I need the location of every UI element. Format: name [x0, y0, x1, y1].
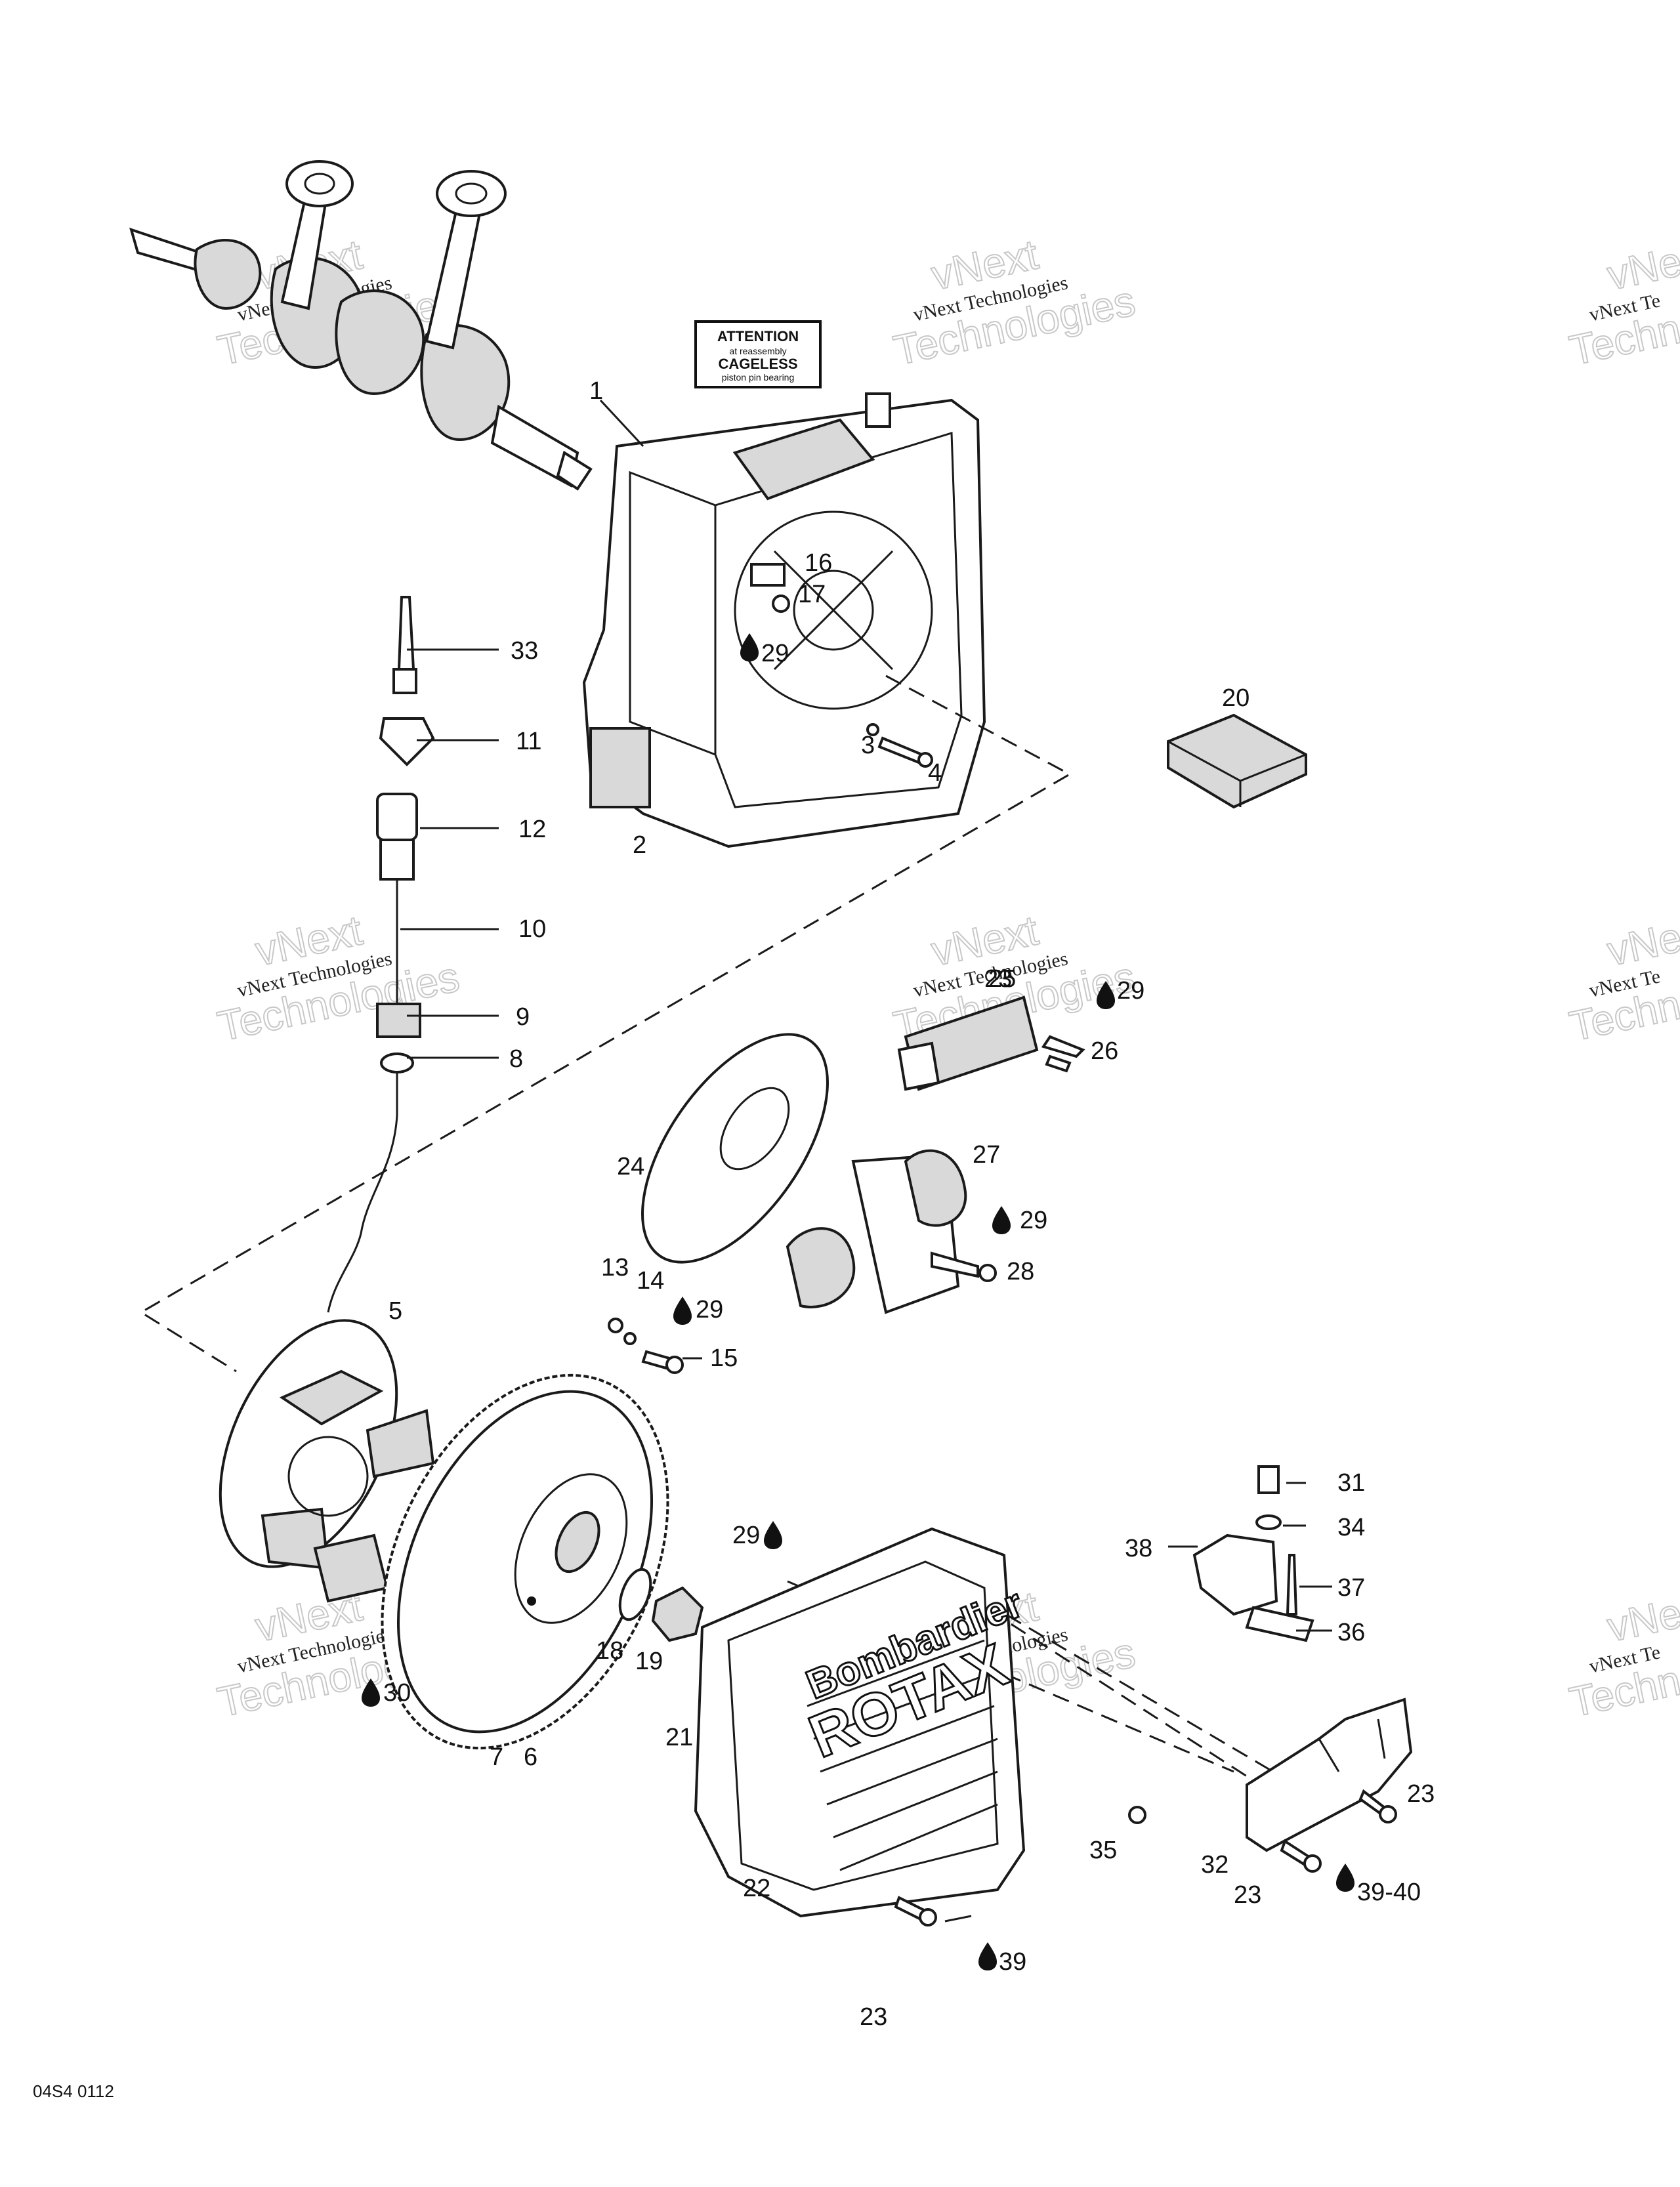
callout-34: 34	[1337, 1514, 1365, 1541]
hardware-13-15	[608, 1318, 684, 1374]
callout-3: 3	[861, 732, 875, 759]
callout-29-a: 29	[761, 640, 789, 667]
watermark: vNext vNext Technologies Technologies	[213, 906, 463, 1051]
watermark: vNe vNext Te Technologies	[1564, 913, 1680, 1051]
callout-39-40: 39-40	[1357, 1879, 1421, 1906]
ignition-coil	[786, 1149, 997, 1314]
callout-1: 1	[589, 377, 603, 405]
watermark-big: vNe	[1603, 913, 1680, 975]
callout-25: 25	[988, 965, 1016, 993]
flywheel	[381, 1373, 669, 1750]
screws	[866, 723, 1397, 1927]
callout-numbers: 1 2 3 4 5 6 7 8 9 10 11 12 13 14 15 16 1…	[383, 377, 1435, 2031]
callout-39: 39	[999, 1948, 1026, 1976]
watermark: vNe vNext Te Technologies	[1564, 1589, 1680, 1727]
callout-22: 22	[743, 1875, 770, 1902]
callout-9: 9	[516, 1003, 530, 1031]
trigger-coil	[897, 995, 1085, 1091]
callout-8: 8	[509, 1045, 523, 1073]
drop-icon	[1336, 1864, 1354, 1892]
callout-23-a: 23	[860, 2003, 887, 2031]
alignment-line	[139, 675, 1072, 1373]
magneto-cover: Bombardier ROTAX	[694, 1527, 1030, 1918]
callout-36: 36	[1337, 1619, 1365, 1646]
leader-lines	[400, 399, 1332, 1923]
stator	[219, 1319, 435, 1603]
callout-14: 14	[637, 1267, 664, 1295]
callout-35: 35	[1089, 1837, 1117, 1864]
callout-23-b: 23	[1234, 1881, 1261, 1909]
thread-locker-drops	[362, 633, 1354, 1970]
callout-23-c: 23	[1407, 1780, 1435, 1808]
callout-17: 17	[798, 581, 826, 608]
callout-29-e: 29	[732, 1522, 760, 1549]
callout-5: 5	[388, 1297, 402, 1325]
callout-26: 26	[1091, 1037, 1118, 1065]
flywheel-nut	[618, 1568, 704, 1642]
callout-21: 21	[665, 1724, 693, 1751]
callout-28: 28	[1007, 1258, 1034, 1285]
callout-10: 10	[518, 915, 546, 943]
callout-4: 4	[928, 759, 942, 787]
callout-29-d: 29	[696, 1296, 723, 1323]
drop-icon	[673, 1297, 692, 1325]
electronic-module	[1167, 713, 1307, 809]
callout-6: 6	[524, 1743, 537, 1771]
callout-37: 37	[1337, 1574, 1365, 1602]
callout-15: 15	[710, 1344, 738, 1372]
drop-icon	[764, 1521, 782, 1549]
callout-18: 18	[596, 1637, 623, 1665]
attention-line2: at reassembly	[729, 346, 786, 356]
drop-icon	[740, 633, 759, 661]
stator-plate	[641, 1033, 829, 1264]
attention-line4: piston pin bearing	[722, 372, 795, 383]
watermark-big: vNe	[1603, 1589, 1680, 1651]
callout-27: 27	[973, 1141, 1000, 1169]
crankshaft	[129, 160, 593, 491]
callout-29-c: 29	[1020, 1207, 1047, 1234]
watermark: vNe vNext Te Technologies	[1564, 237, 1680, 375]
drop-icon	[978, 1942, 997, 1970]
callout-33: 33	[511, 637, 538, 665]
mounting-bracket	[1128, 1698, 1413, 1852]
watermark-big: vNe	[1603, 238, 1680, 299]
sensor-bracket	[1192, 1465, 1314, 1642]
callout-19: 19	[635, 1648, 663, 1675]
callout-13: 13	[601, 1254, 629, 1281]
callout-23-d: 23	[984, 965, 1012, 993]
callout-32: 32	[1201, 1851, 1228, 1879]
watermark: vNext vNext Technologies Technologies	[889, 230, 1139, 375]
callout-2: 2	[633, 831, 646, 859]
attention-line3: CAGELESS	[718, 356, 797, 372]
callout-31: 31	[1337, 1469, 1365, 1497]
magneto-housing	[582, 392, 986, 848]
callout-7: 7	[490, 1743, 503, 1771]
callout-20: 20	[1222, 684, 1250, 712]
drop-icon	[362, 1678, 380, 1707]
drop-icon	[1097, 981, 1115, 1009]
drawing-code: 04S4 0112	[33, 2081, 114, 2101]
sensor-assembly	[327, 596, 435, 1313]
callout-24: 24	[617, 1153, 644, 1180]
attention-line1: ATTENTION	[717, 328, 799, 344]
drop-icon	[992, 1206, 1011, 1234]
callout-11: 11	[516, 728, 541, 755]
attention-label: ATTENTION at reassembly CAGELESS piston …	[694, 320, 822, 388]
callout-38: 38	[1125, 1535, 1152, 1562]
callout-12: 12	[518, 816, 546, 843]
callout-29-b: 29	[1117, 977, 1144, 1005]
callout-30: 30	[383, 1679, 411, 1707]
callout-16: 16	[805, 549, 832, 577]
